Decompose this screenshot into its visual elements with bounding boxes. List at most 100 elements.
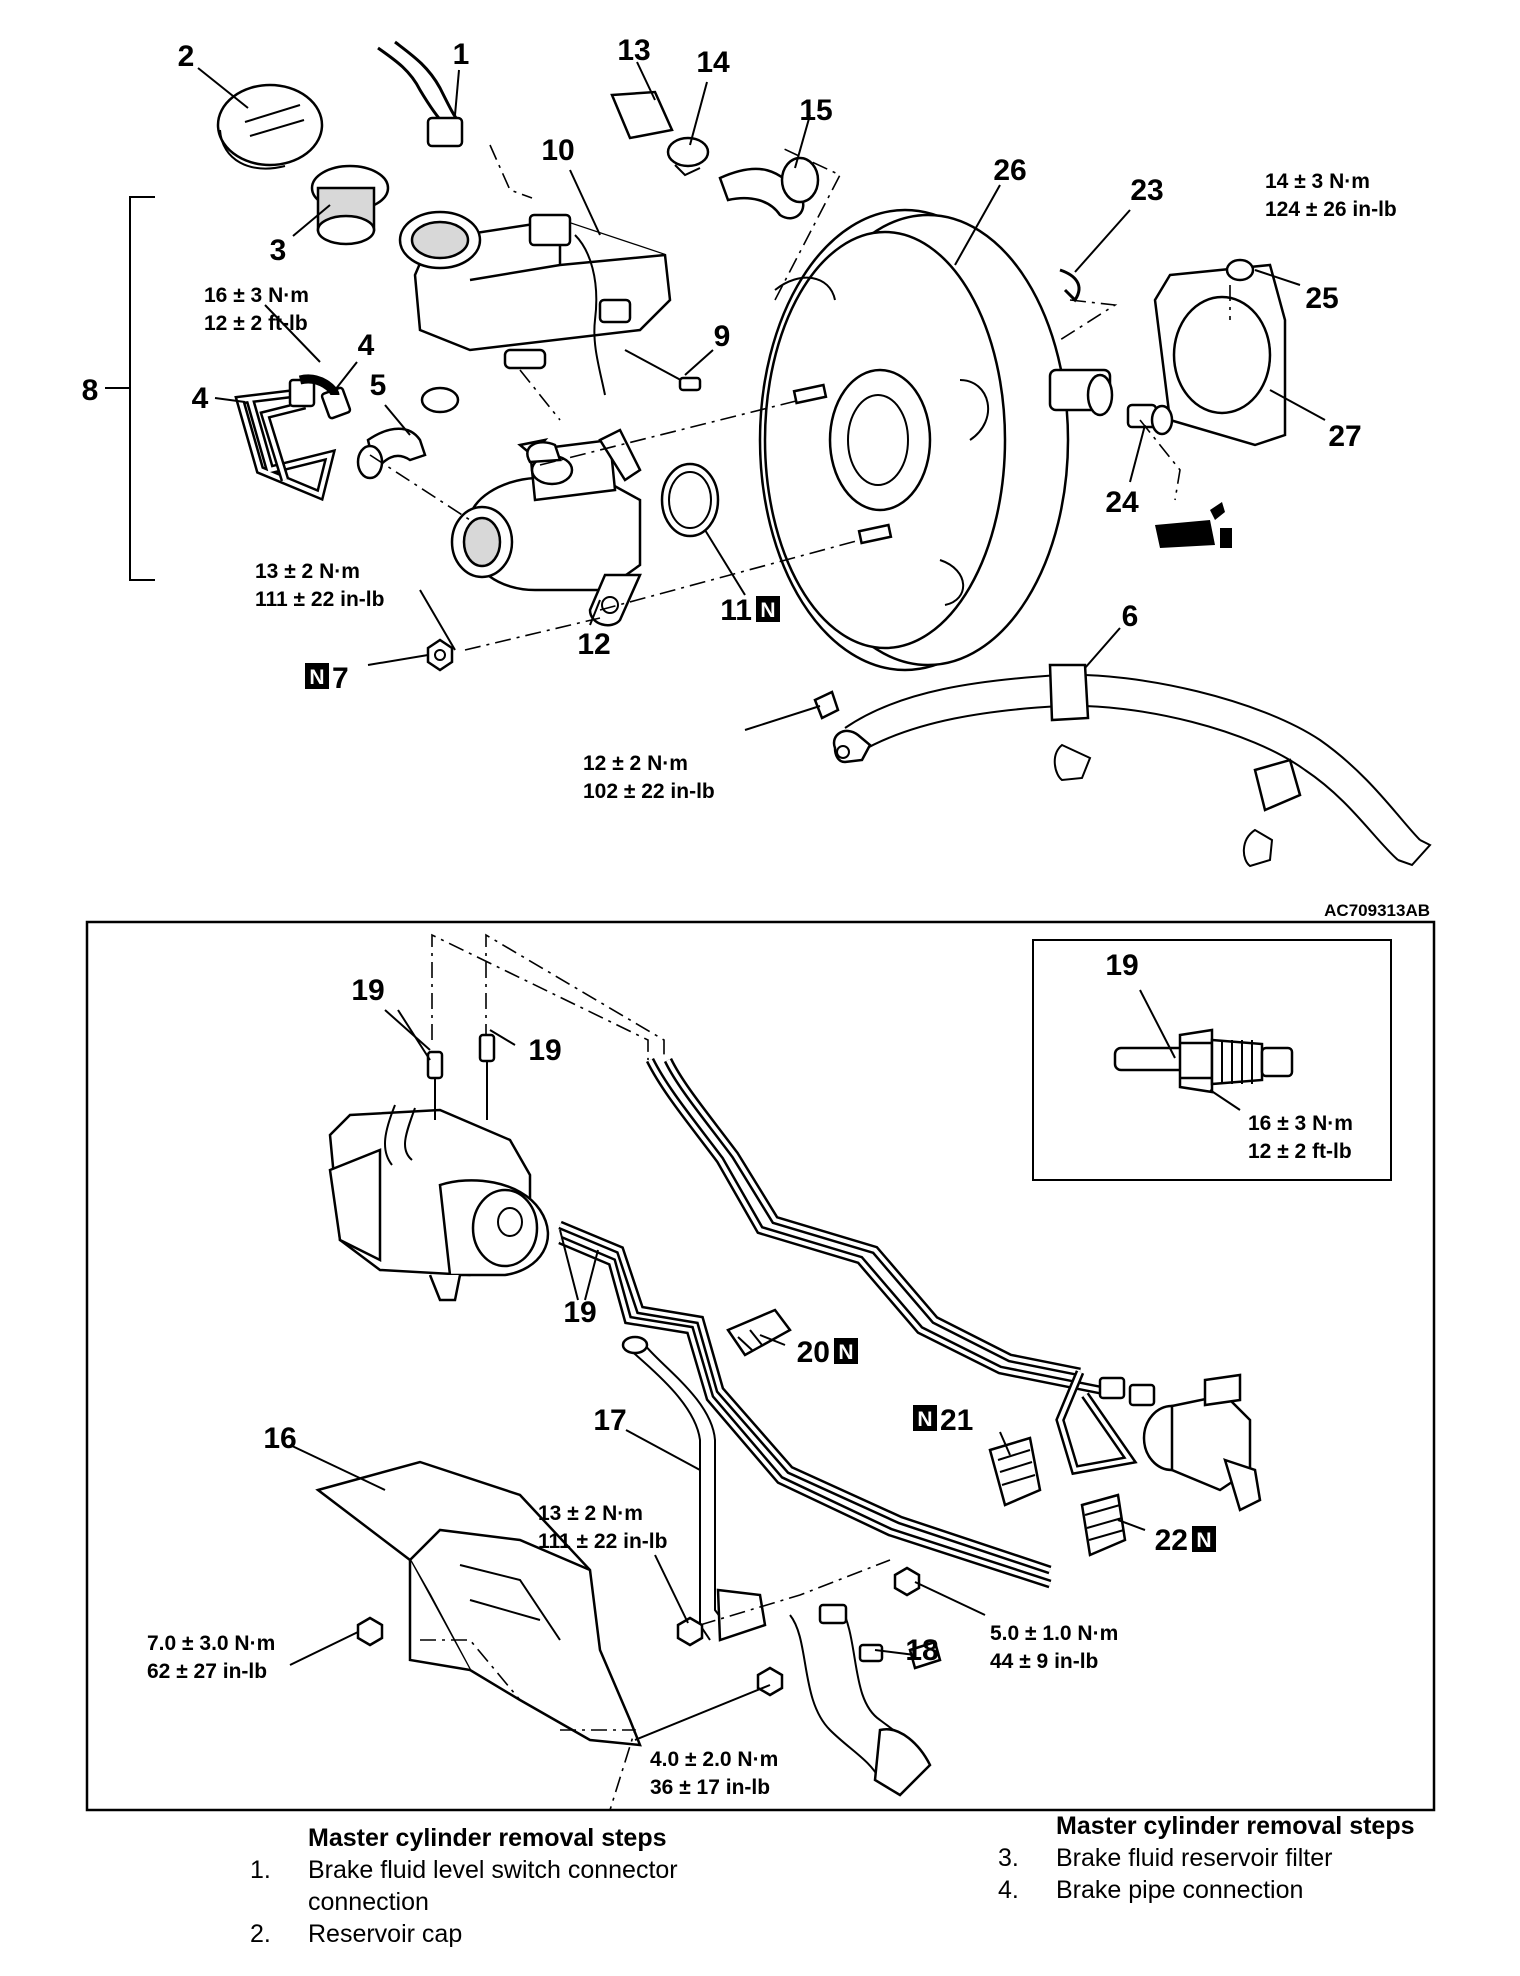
new-part-badge-icon: N (834, 1338, 858, 1364)
torque-hose-inlb: 36 ± 17 in-lb (650, 1776, 770, 1799)
brake-booster (758, 208, 1114, 672)
torque-nut7-inlb: 111 ± 22 in-lb (255, 588, 384, 611)
callout-7: 7 (332, 662, 349, 695)
removal-steps-right: Master cylinder removal steps 3. Brake f… (998, 1810, 1476, 1906)
torque-cover-nm: 7.0 ± 3.0 N·m (147, 1632, 275, 1655)
steps-right-heading: Master cylinder removal steps (1056, 1812, 1415, 1840)
reservoir-filter (310, 164, 390, 246)
callout-21: 21 (940, 1404, 973, 1437)
torque-booster-inlb: 124 ± 26 in-lb (1265, 198, 1397, 221)
callout-14: 14 (696, 46, 730, 79)
bracket-nut (676, 1616, 704, 1647)
callout-25: 25 (1305, 282, 1338, 315)
svg-text:N: N (838, 1341, 853, 1364)
group-8-bracket (105, 196, 155, 581)
torque-clip-nm: 5.0 ± 1.0 N·m (990, 1622, 1118, 1645)
lower-view-frame (85, 920, 1436, 1812)
torque-ground-inlb: 102 ± 22 in-lb (583, 780, 715, 803)
brake-booster-hose-18 (789, 1603, 942, 1797)
hose-bolt (756, 1666, 784, 1697)
clip-direction-marker-icon (1053, 743, 1274, 868)
brake-pipe-group (234, 374, 427, 502)
vacuum-hose-17 (621, 1335, 767, 1642)
brake-pipe-runs (558, 1057, 1156, 1589)
new-part-badge-icon: N (913, 1405, 937, 1431)
callout-26: 26 (993, 154, 1026, 187)
step-number: 3. (998, 1844, 1019, 1872)
callout-19a: 19 (351, 974, 384, 1007)
clevis-pin (1059, 268, 1081, 303)
clip-bolt (893, 1566, 921, 1597)
callout-24: 24 (1105, 486, 1139, 519)
master-cylinder-reservoir (398, 210, 672, 396)
booster-gasket (1153, 263, 1287, 447)
cylinder-nut (426, 638, 454, 672)
torque-booster-nm: 14 ± 3 N·m (1265, 170, 1370, 193)
new-part-badge-icon: N (1192, 1526, 1216, 1552)
callout-17: 17 (593, 1404, 626, 1437)
hose-clamp (420, 386, 460, 414)
callout-5: 5 (370, 369, 387, 402)
callout-20: 20 (797, 1336, 830, 1369)
booster-nut (1225, 258, 1255, 282)
splash-cover-16 (315, 1460, 642, 1747)
callout-19b: 19 (528, 1034, 561, 1067)
callout-6: 6 (1122, 600, 1139, 633)
new-part-badge-icon: N (756, 596, 780, 622)
step-item: 1. Brake fluid level switch connector co… (250, 1854, 728, 1918)
step-text: Brake fluid level switch connector conne… (308, 1856, 678, 1916)
torque-bracket-nm: 13 ± 2 N·m (538, 1502, 643, 1525)
step-item: 4. Brake pipe connection (998, 1874, 1476, 1906)
pipe-clip-21 (988, 1436, 1042, 1507)
pipe-flare-nut-inset (1032, 939, 1392, 1181)
callout-11: 11 (720, 594, 752, 627)
figure-code: AC709313AB (1324, 901, 1430, 920)
torque-bracket-inlb: 111 ± 22 in-lb (538, 1530, 667, 1553)
svg-text:N: N (760, 599, 775, 622)
torque-nut7-nm: 13 ± 2 N·m (255, 560, 360, 583)
ground-cable (813, 663, 1432, 867)
step-item: 2. Reservoir cap (250, 1918, 728, 1950)
master-cylinder-body (450, 428, 642, 627)
callout-8: 8 (82, 374, 99, 407)
torque-ground-nm: 12 ± 2 N·m (583, 752, 688, 775)
step-text: Brake fluid reservoir filter (1056, 1844, 1333, 1872)
new-part-badge-icon: N (305, 663, 329, 689)
callout-13: 13 (617, 34, 650, 67)
steps-left-heading: Master cylinder removal steps (308, 1824, 667, 1852)
callout-18: 18 (905, 1634, 938, 1667)
torque-cover-inlb: 62 ± 27 in-lb (147, 1660, 267, 1683)
callout-3: 3 (270, 234, 287, 267)
torque-inset-ftlb: 12 ± 2 ft-lb (1248, 1140, 1352, 1163)
torque-inset-nm: 16 ± 3 N·m (1248, 1112, 1353, 1135)
torque-pipe-nm: 16 ± 3 N·m (204, 284, 309, 307)
step-item: 3. Brake fluid reservoir filter (998, 1842, 1476, 1874)
callout-15: 15 (799, 94, 832, 127)
torque-clip-inlb: 44 ± 9 in-lb (990, 1650, 1098, 1673)
svg-text:N: N (917, 1408, 932, 1431)
step-number: 2. (250, 1920, 271, 1948)
step-number: 4. (998, 1876, 1019, 1904)
grease-gun-icon (1155, 502, 1232, 548)
fluid-level-harness (377, 46, 447, 127)
o-ring (660, 462, 720, 538)
callout-22: 22 (1155, 1524, 1188, 1557)
vacuum-hose-assembly (610, 90, 820, 220)
callout-2: 2 (178, 40, 195, 73)
callout-9: 9 (714, 320, 731, 353)
callout-27: 27 (1328, 420, 1361, 453)
callout-4a: 4 (358, 329, 375, 362)
step-text: Reservoir cap (308, 1920, 463, 1948)
abs-hydraulic-unit (328, 1033, 550, 1302)
callout-4b: 4 (192, 382, 209, 415)
torque-pipe-ftlb: 12 ± 2 ft-lb (204, 312, 308, 335)
callout-23: 23 (1130, 174, 1163, 207)
top-exploded-view (105, 40, 1432, 868)
svg-text:N: N (1196, 1529, 1211, 1552)
pipe-clip-22 (1080, 1493, 1127, 1557)
step-number: 1. (250, 1856, 271, 1884)
master-cylinder-lower (1142, 1373, 1262, 1512)
level-switch-connector (426, 116, 464, 148)
svg-text:N: N (309, 666, 324, 689)
